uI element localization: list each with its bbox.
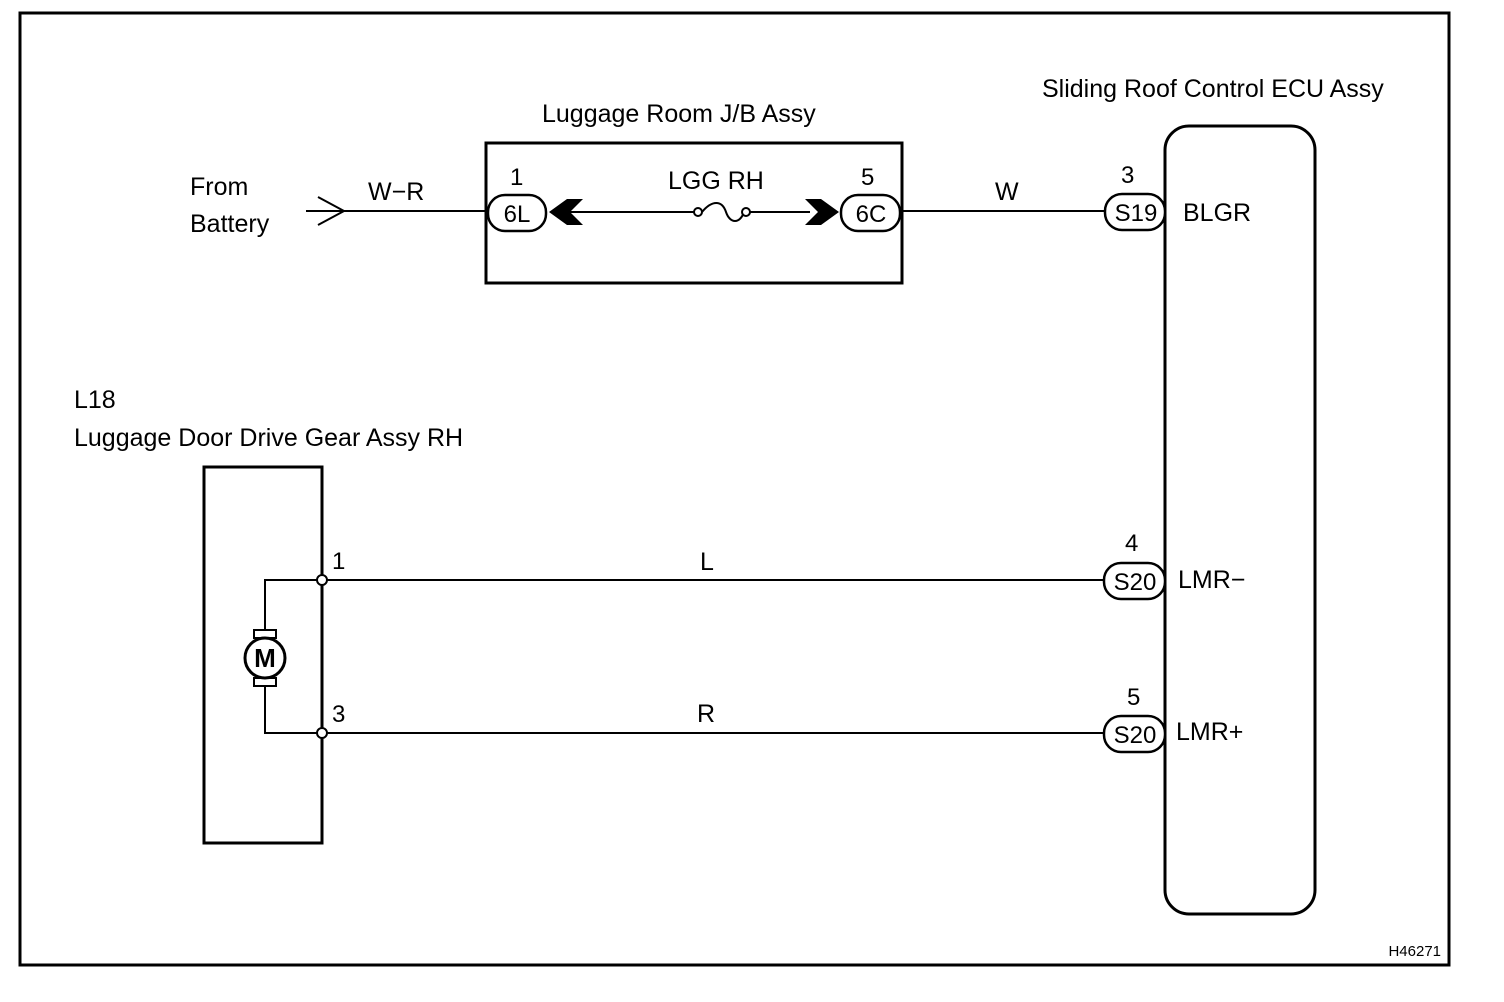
ecu-pin-3-number: 3 <box>1121 162 1134 189</box>
jb-left-connector <box>486 193 548 233</box>
wire-color-w: W <box>995 178 1019 206</box>
ecu-box <box>1163 124 1317 916</box>
ecu-pin-4-number: 4 <box>1125 530 1138 557</box>
jb-right-connector-code: 6C <box>856 201 887 228</box>
ecu-signal-lmr-minus: LMR− <box>1178 566 1245 594</box>
ecu-connector-s20-pin4-code: S20 <box>1114 569 1157 596</box>
fuse-icon <box>693 202 751 222</box>
jb-left-connector-code: 6L <box>504 201 531 228</box>
motor-unit-ref: L18 <box>74 386 116 414</box>
motor-pin-1-terminal <box>316 574 328 586</box>
fuse-label: LGG RH <box>668 167 764 195</box>
motor-pin-3-terminal <box>316 727 328 739</box>
motor-icon <box>243 629 287 687</box>
battery-arrow-icon <box>306 196 486 226</box>
ecu-connector-s19 <box>1103 192 1167 232</box>
diagram-frame <box>18 11 1451 967</box>
jb-left-pin-number: 1 <box>510 164 523 191</box>
junction-block-box <box>484 141 904 285</box>
wire-color-w-r: W−R <box>368 178 424 206</box>
jb-right-connector <box>839 193 902 233</box>
ecu-pin-5-number: 5 <box>1127 684 1140 711</box>
battery-source-line1: From <box>190 173 248 201</box>
motor-pin-3-number: 3 <box>332 701 345 728</box>
jb-right-chevron-icon <box>805 199 839 225</box>
figure-id: H46271 <box>1388 943 1441 960</box>
jb-right-pin-number: 5 <box>861 164 874 191</box>
battery-source-line2: Battery <box>190 210 270 238</box>
motor-symbol-label: M <box>254 643 276 673</box>
junction-block-title: Luggage Room J/B Assy <box>542 100 816 128</box>
ecu-title: Sliding Roof Control ECU Assy <box>1042 75 1384 103</box>
ecu-signal-lmr-plus: LMR+ <box>1176 718 1243 746</box>
ecu-connector-s19-code: S19 <box>1115 200 1158 227</box>
wire-color-l: L <box>700 548 714 576</box>
ecu-connector-s20-pin5-code: S20 <box>1114 722 1157 749</box>
motor-pin-1-number: 1 <box>332 548 345 575</box>
jb-left-chevron-icon <box>549 199 583 225</box>
ecu-signal-blgr: BLGR <box>1183 199 1251 227</box>
wire-color-r: R <box>697 700 715 728</box>
motor-unit-title: Luggage Door Drive Gear Assy RH <box>74 424 463 452</box>
motor-unit-box <box>202 465 324 845</box>
